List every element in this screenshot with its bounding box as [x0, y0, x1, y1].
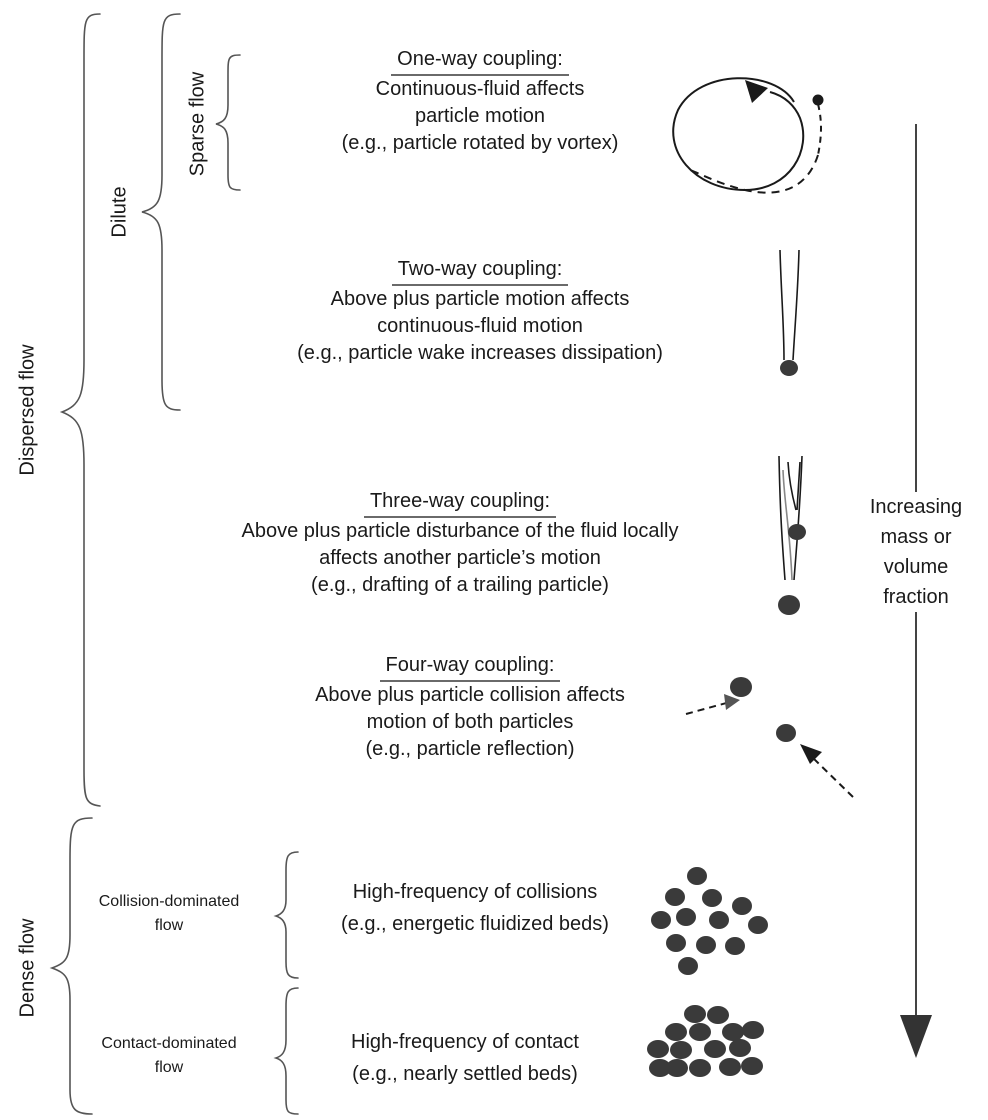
collision-dominated-label: Collision-dominated flow	[98, 893, 240, 934]
two-way-coupling-block: Two-way coupling: Above plus particle mo…	[230, 256, 730, 367]
settled-bed-particles-icon	[647, 1005, 764, 1077]
increasing-fraction-label: Increasing mass or volume fraction	[850, 492, 982, 612]
three-way-coupling-block: Three-way coupling: Above plus particle …	[160, 488, 760, 599]
increasing-fraction-arrowhead	[900, 1015, 932, 1058]
four-way-coupling-line: Above plus particle collision affects	[315, 684, 625, 706]
dilute-label: Dilute	[108, 186, 131, 238]
drafting-particles-icon	[778, 455, 806, 615]
one-way-coupling-block: One-way coupling: Continuous-fluid affec…	[230, 46, 730, 157]
four-way-coupling-block: Four-way coupling: Above plus particle c…	[220, 652, 720, 763]
collision-dominated-brace	[273, 851, 299, 979]
dense-flow-brace	[49, 817, 93, 1115]
particle-wake-icon	[779, 249, 800, 376]
four-way-coupling-title: Four-way coupling:	[379, 652, 561, 682]
dispersed-flow-brace	[59, 13, 101, 807]
colliding-particles-icon	[685, 677, 854, 798]
three-way-coupling-line: (e.g., drafting of a trailing particle)	[311, 574, 609, 596]
dilute-brace	[141, 13, 181, 411]
sparse-flow-brace	[215, 54, 241, 191]
two-way-coupling-line: continuous-fluid motion	[377, 315, 583, 337]
three-way-coupling-title: Three-way coupling:	[363, 488, 557, 518]
four-way-coupling-line: (e.g., particle reflection)	[365, 738, 575, 760]
collisions-block: High-frequency of collisions (e.g., ener…	[290, 876, 660, 940]
one-way-coupling-line: particle motion	[414, 105, 546, 127]
collisions-line: High-frequency of collisions	[352, 881, 598, 903]
contact-block: High-frequency of contact (e.g., nearly …	[295, 1026, 635, 1090]
collisions-line: (e.g., energetic fluidized beds)	[341, 913, 609, 935]
two-way-coupling-line: (e.g., particle wake increases dissipati…	[297, 342, 663, 364]
three-way-coupling-line: Above plus particle disturbance of the f…	[241, 520, 679, 542]
contact-line: (e.g., nearly settled beds)	[352, 1063, 578, 1085]
two-way-coupling-title: Two-way coupling:	[391, 256, 569, 286]
two-way-coupling-line: Above plus particle motion affects	[330, 288, 630, 310]
one-way-coupling-line: Continuous-fluid affects	[375, 78, 585, 100]
dense-flow-label: Dense flow	[16, 918, 39, 1018]
dispersed-flow-label: Dispersed flow	[16, 344, 39, 476]
contact-line: High-frequency of contact	[351, 1031, 579, 1053]
one-way-coupling-line: (e.g., particle rotated by vortex)	[341, 132, 619, 154]
vortex-particle-icon	[672, 77, 824, 194]
three-way-coupling-line: affects another particle’s motion	[319, 547, 601, 569]
sparse-flow-label: Sparse flow	[186, 71, 209, 177]
four-way-coupling-line: motion of both particles	[366, 711, 574, 733]
contact-dominated-brace	[273, 987, 299, 1115]
fluidized-bed-particles-icon	[651, 867, 768, 975]
one-way-coupling-title: One-way coupling:	[391, 46, 569, 76]
contact-dominated-label: Contact-dominated flow	[101, 1035, 237, 1076]
